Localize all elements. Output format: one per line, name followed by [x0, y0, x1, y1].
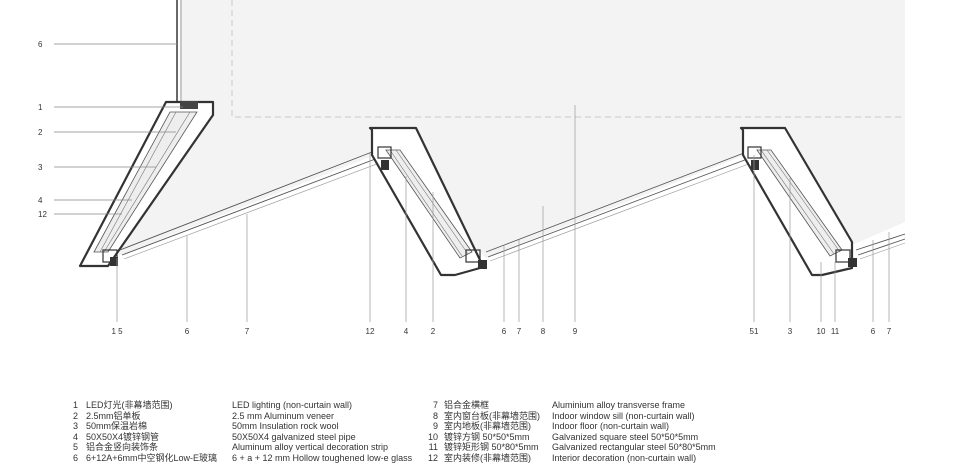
- bottom-callout-label: 51: [750, 327, 759, 336]
- legend-number: 5: [72, 442, 78, 453]
- legend-label-zh: 镀锌矩形钢 50*80*5mm: [444, 442, 539, 453]
- glass-panel-3: [855, 233, 906, 260]
- legend-label-zh: 室内窗台板(非幕墙范围): [444, 410, 540, 421]
- bottom-callout-labels: 1 5 6 7 12 4 2 6 7 8 9 51 3 10 11 6 7: [111, 327, 891, 336]
- bottom-callout-label: 3: [788, 327, 793, 336]
- legend-label-en: Aluminum alloy vertical decoration strip: [232, 442, 389, 453]
- bottom-callout-label: 7: [887, 327, 892, 336]
- left-callout-labels: 6 1 2 3 4 12: [38, 40, 47, 219]
- legend-label-zh: 铝合金竖向装饰条: [86, 442, 159, 453]
- legend-number: 7: [432, 400, 438, 410]
- bottom-callout-label: 2: [431, 327, 436, 336]
- legend-number: 9: [432, 421, 438, 432]
- left-callout-3: 3: [38, 163, 43, 172]
- bottom-callout-label: 10: [817, 327, 826, 336]
- left-callout-4: 4: [38, 196, 43, 205]
- legend-label-zh: 室内装修(非幕墙范围): [444, 453, 531, 463]
- legend-label-en: 50mm Insulation rock wool: [232, 421, 339, 432]
- bottom-callout-label: 11: [831, 327, 840, 336]
- legend-label-en: 50X50X4 galvanized steel pipe: [232, 431, 356, 442]
- glass-panel-1: [119, 151, 383, 260]
- legend-label-en: 6 + a + 12 mm Hollow toughened low-e gla…: [232, 453, 413, 463]
- fin-left: [78, 100, 215, 268]
- legend-number: 3: [72, 421, 78, 432]
- legend-number: 4: [72, 431, 78, 442]
- legend-label-zh: 镀锌方钢 50*50*5mm: [444, 431, 530, 442]
- legend-number: 10: [427, 431, 438, 442]
- legend-label-en: Indoor floor (non-curtain wall): [552, 421, 670, 432]
- legend-number: 2: [72, 410, 78, 421]
- legend-label-zh: 2.5mm铝单板: [86, 410, 141, 421]
- left-callout-12: 12: [38, 210, 47, 219]
- fin-middle: [368, 126, 487, 277]
- legend-number: 6: [72, 453, 78, 463]
- bottom-leader-lines: [116, 105, 890, 322]
- bottom-callout-label: 8: [541, 327, 546, 336]
- bottom-callout-label: 1 5: [111, 327, 123, 336]
- legend-label-en: Indoor window sill (non-curtain wall): [552, 410, 695, 421]
- legend-number: 1: [72, 400, 78, 410]
- left-callout-2: 2: [38, 128, 43, 137]
- glass-panel-2: [485, 152, 755, 262]
- bottom-callout-label: 7: [245, 327, 250, 336]
- bottom-callout-label: 12: [366, 327, 375, 336]
- legend-number: 11: [428, 442, 438, 453]
- left-leader-lines: [54, 43, 183, 215]
- legend-number: 8: [432, 410, 438, 421]
- legend-label-en: LED lighting (non-curtain wall): [232, 400, 353, 410]
- upper-glass-wall: [176, 0, 182, 104]
- legend-label-en: Galvanized rectangular steel 50*80*5mm: [552, 442, 716, 453]
- left-callout-1: 1: [38, 103, 43, 112]
- bottom-callout-label: 6: [871, 327, 876, 336]
- legend-label-zh: 6+12A+6mm中空钢化Low-E玻璃: [86, 453, 218, 463]
- interior-floor-area: [118, 0, 905, 258]
- legend-label-en: Aluminium alloy transverse frame: [552, 400, 686, 410]
- legend-label-zh: 50X50X4镀锌钢管: [86, 431, 160, 442]
- legend-label-en: 2.5 mm Aluminum veneer: [232, 410, 335, 421]
- left-callout-6: 6: [38, 40, 43, 49]
- dashed-boundary-line: [231, 0, 905, 118]
- bottom-callout-label: 9: [573, 327, 578, 336]
- bottom-callout-label: 6: [502, 327, 507, 336]
- legend: 1 LED灯光(非幕墙范围) LED lighting (non-curtain…: [0, 396, 960, 464]
- legend-label-en: Interior decoration (non-curtain wall): [552, 453, 697, 463]
- legend-label-zh: LED灯光(非幕墙范围): [86, 400, 173, 410]
- fin-right: [739, 126, 857, 277]
- bottom-callout-label: 7: [517, 327, 522, 336]
- legend-label-zh: 室内地板(非幕墙范围): [444, 421, 531, 432]
- legend-label-zh: 50mm保温岩棉: [86, 421, 148, 432]
- bottom-callout-label: 6: [185, 327, 190, 336]
- legend-label-en: Galvanized square steel 50*50*5mm: [552, 431, 699, 442]
- legend-label-zh: 铝合金横框: [444, 400, 490, 410]
- legend-number: 12: [427, 453, 438, 463]
- bottom-callout-label: 4: [404, 327, 409, 336]
